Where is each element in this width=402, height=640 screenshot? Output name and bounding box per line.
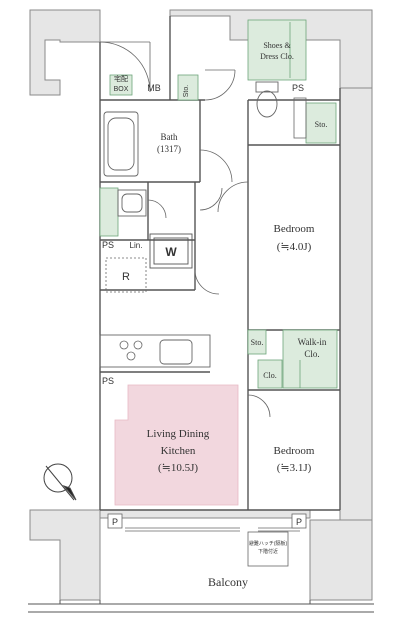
emergency-note: 避難ハッチ(隔板) bbox=[249, 540, 288, 547]
mail-box-label-2: BOX bbox=[114, 86, 129, 93]
p-right-label: P bbox=[296, 517, 302, 527]
ps-top-label: PS bbox=[292, 83, 304, 93]
sto-toilet-label: Sto. bbox=[315, 120, 328, 129]
ldk-size: (≒10.5J) bbox=[158, 462, 198, 474]
shoes-closet-label: Shoes & bbox=[263, 41, 291, 50]
entry-shelf bbox=[293, 97, 307, 139]
structural-walls bbox=[29, 9, 373, 601]
p-left-label: P bbox=[112, 517, 118, 527]
ldk-label-2: Kitchen bbox=[161, 445, 196, 457]
storage-areas bbox=[99, 19, 338, 389]
toilet-icon bbox=[255, 81, 279, 118]
ps-wash-label: PS bbox=[102, 240, 114, 250]
washer-label: W bbox=[165, 245, 177, 259]
emergency-note-2: 下階付近 bbox=[258, 548, 278, 555]
bedroom2-size: (≒3.1J) bbox=[277, 462, 312, 474]
ldk-label: Living Dining bbox=[147, 428, 210, 440]
stove-icon bbox=[119, 340, 143, 361]
walkin-label-2: Clo. bbox=[304, 349, 319, 359]
p-box-left bbox=[107, 513, 123, 529]
bedroom2-label: Bedroom bbox=[274, 445, 315, 457]
shoes-closet-label-2: Dress Clo. bbox=[260, 52, 294, 61]
bedroom1-label: Bedroom bbox=[274, 223, 315, 235]
walkin-label: Walk-in bbox=[298, 337, 327, 347]
bedroom1-size: (≒4.0J) bbox=[277, 241, 312, 253]
washer-icon bbox=[149, 233, 193, 269]
compass-icon bbox=[43, 463, 77, 501]
linen-label: Lin. bbox=[130, 241, 143, 250]
ldk-area bbox=[114, 384, 239, 506]
balcony-railing bbox=[28, 600, 374, 613]
sto-mid-label: Sto. bbox=[251, 338, 264, 347]
hanging-rods bbox=[289, 22, 301, 388]
ps-kitchen-label: PS bbox=[102, 376, 114, 386]
balcony-sliding-door bbox=[125, 527, 300, 532]
mb-label: MB bbox=[147, 83, 161, 93]
bath-label-2: (1317) bbox=[157, 144, 181, 154]
kitchen-counter bbox=[99, 334, 211, 368]
bath-label: Bath bbox=[161, 132, 178, 142]
clo-label: Clo. bbox=[263, 371, 277, 380]
sto-entry-label: Sto. bbox=[183, 85, 190, 98]
p-box-right bbox=[291, 513, 307, 529]
emergency-hatch bbox=[247, 531, 289, 567]
bathtub-icon bbox=[103, 111, 139, 177]
refrigerator-label: R bbox=[122, 271, 130, 283]
sink-icon bbox=[117, 189, 147, 217]
mail-box-label: 宅配 bbox=[114, 74, 128, 83]
sink-icon bbox=[159, 339, 193, 365]
refrigerator-space bbox=[105, 257, 147, 293]
balcony-label: Balcony bbox=[208, 575, 248, 589]
